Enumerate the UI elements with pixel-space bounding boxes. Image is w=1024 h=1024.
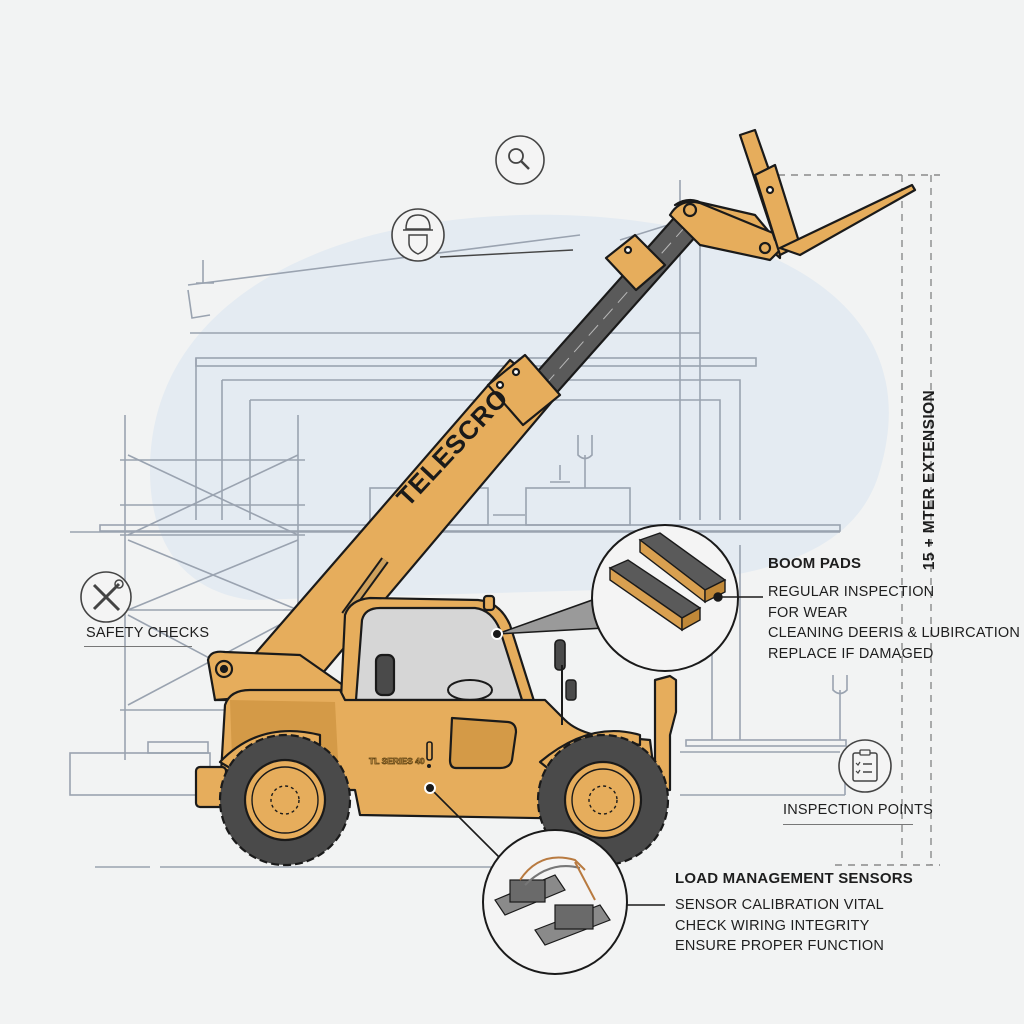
inspection-points-label: INSPECTION POINTS (783, 802, 934, 818)
boom-pads-line: CLEANING DEERIS & LUBIRCATION (768, 625, 1021, 641)
boom-pads-line: REPLACE IF DAMAGED (768, 645, 934, 662)
load-sensors-text: LOAD MANAGEMENT SENSORS SENSOR CALIBRATI… (675, 870, 913, 957)
boom-pads-line: REGULAR INSPECTION (768, 584, 935, 600)
boom-pads-callout (491, 524, 763, 672)
sensor-modules-illustration (494, 856, 611, 946)
magnifier-icon (495, 135, 545, 185)
wrench-screwdriver-icon (80, 571, 132, 623)
boom-pads-line: FOR WEAR (768, 604, 848, 621)
front-wheel (218, 733, 352, 867)
load-sensors-callout (424, 782, 665, 975)
hardhat-shield-icon (391, 208, 574, 262)
load-sensors-line: ENSURE PROPER FUNCTION (675, 938, 885, 954)
boom-pads-illustration (608, 532, 727, 632)
boom-pads-text: BOOM PADS REGULAR INSPECTION FOR WEAR CL… (768, 555, 1020, 664)
extension-dimension-label: 15 + MTER EXTENSION (921, 389, 938, 571)
safety-checks-label: SAFETY CHECKS (86, 625, 210, 641)
safety-checks-underline (84, 646, 192, 647)
load-sensors-title: LOAD MANAGEMENT SENSORS (675, 870, 913, 887)
fork-carriage (668, 128, 917, 262)
inspection-points-underline (783, 824, 913, 825)
clipboard-checklist-icon (838, 739, 892, 793)
body-model-text: TL SERIES 40 (369, 756, 425, 766)
telescopic-boom (213, 198, 714, 702)
load-sensors-line: SENSOR CALIBRATION VITAL (675, 897, 884, 913)
load-sensors-line: CHECK WIRING INTEGRITY (675, 917, 870, 934)
extension-dimension-lines (765, 174, 940, 866)
boom-pads-title: BOOM PADS (768, 555, 862, 572)
